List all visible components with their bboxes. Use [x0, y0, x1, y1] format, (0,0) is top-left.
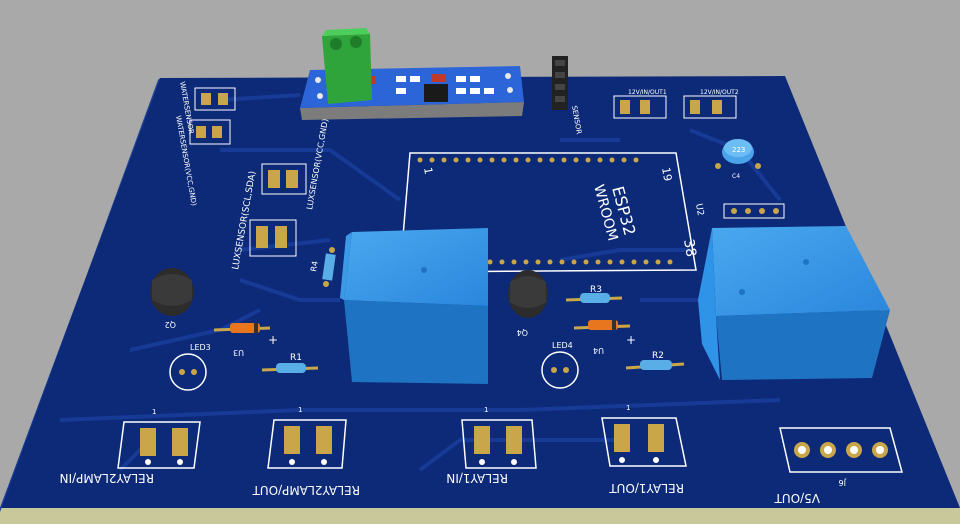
esp32-pin38-label: 38	[680, 238, 699, 258]
out2-connector: 12V/IN/OUT2	[683, 89, 739, 119]
resistor-r4: R4	[309, 247, 336, 287]
esp32-pin1-label: 1	[421, 166, 435, 175]
relay1-in-pin1: 1	[484, 406, 488, 414]
transistor-q4: Q4	[508, 270, 548, 337]
r1-label: R1	[290, 353, 302, 363]
led-4: LED4	[541, 341, 579, 389]
r2-label: R2	[652, 351, 664, 361]
diode-u3: U3 +	[213, 323, 278, 357]
rs485-screw-terminal	[322, 28, 372, 104]
relay-left	[340, 228, 488, 384]
relay1-out-label: RELAY1/OUT	[609, 481, 684, 495]
u3-plus: +	[268, 333, 278, 347]
resistor-r2: R2	[625, 351, 685, 370]
relay2lamp-in-pin1: 1	[152, 408, 156, 416]
relay2lamp-out-connector: 1 RELAY2LAMP/OUT	[252, 406, 360, 497]
relay2lamp-out-label: RELAY2LAMP/OUT	[252, 483, 360, 497]
relay-right	[698, 226, 890, 380]
resistor-r3: R3	[565, 285, 623, 303]
transistor-q2: Q2	[150, 268, 194, 329]
out1-label: 12V/IN/OUT1	[628, 89, 667, 96]
r3-label: R3	[590, 285, 602, 295]
u4-label: U4	[593, 346, 604, 355]
relay1-out-pin1: 1	[626, 404, 630, 412]
relay2lamp-out-pin1: 1	[298, 406, 302, 414]
resistor-r1: R1	[261, 353, 319, 373]
esp32-pin19-label: 19	[659, 166, 674, 182]
led3-label: LED3	[190, 343, 211, 352]
out2-label: 12V/IN/OUT2	[700, 89, 739, 96]
c4-label: C4	[732, 173, 740, 180]
relay2lamp-in-connector: 1 RELAY2LAMP/IN	[60, 408, 201, 485]
board-edge	[0, 508, 960, 524]
relay2lamp-in-label: RELAY2LAMP/IN	[60, 471, 154, 485]
relay1-in-label: RELAY1/IN	[446, 471, 508, 485]
relay1-out-connector: 1 RELAY1/OUT	[601, 404, 687, 495]
v5-out-label: V5/OUT	[774, 491, 820, 505]
relay1-in-connector: 1 RELAY1/IN	[446, 406, 537, 485]
u4-plus: +	[626, 333, 636, 347]
q4-label: Q4	[517, 328, 528, 337]
q2-label: Q2	[165, 320, 176, 329]
esp32-pins-bottom	[487, 259, 673, 265]
out1-connector: 12V/IN/OUT1	[613, 89, 667, 119]
esp32-pins-top	[417, 157, 639, 163]
u3-label: U3	[233, 348, 244, 357]
j6-label: J6	[839, 478, 847, 487]
v5-out-connector: J6 V5/OUT	[774, 427, 903, 505]
led-3: LED3	[169, 343, 211, 391]
u2-label: U2	[693, 203, 705, 217]
r4-label: R4	[309, 260, 320, 272]
cap-value: 223	[732, 146, 745, 154]
led4-label: LED4	[552, 341, 573, 350]
right-pin-row	[723, 203, 785, 219]
capacitor-c4: 223 C4	[715, 139, 761, 180]
diode-u4: U4 +	[573, 320, 636, 355]
